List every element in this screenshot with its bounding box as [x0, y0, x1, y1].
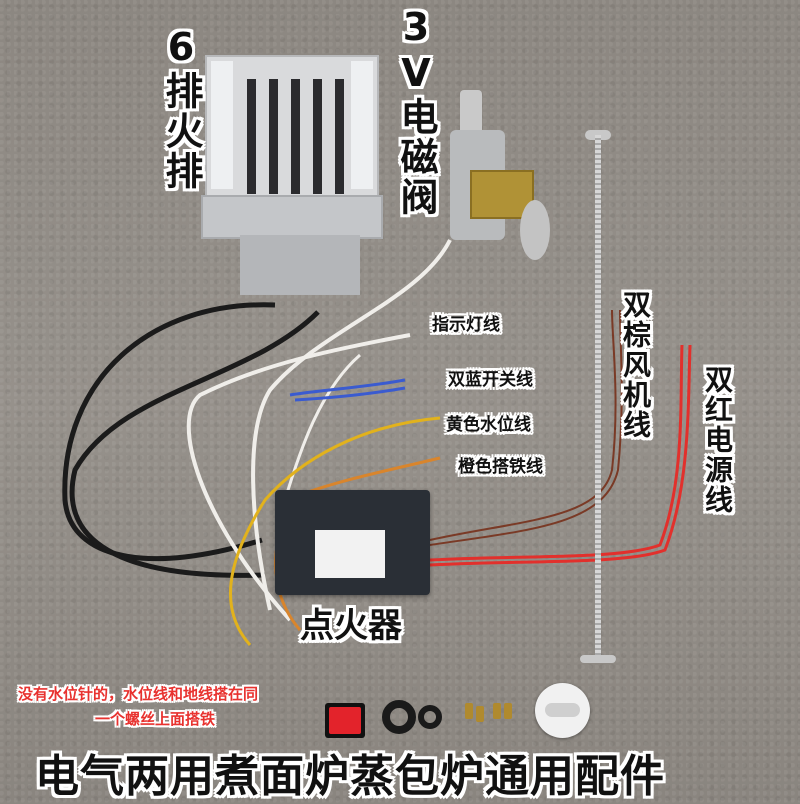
burner-side-left: [211, 61, 233, 189]
burner-tube: [335, 79, 344, 194]
label-brown-fan-wires: 双棕风机线: [619, 290, 652, 440]
solenoid-valve: [445, 90, 560, 270]
burner-side-right: [351, 61, 373, 189]
label-red-power-wires: 双红电源线: [701, 365, 734, 515]
burner-tube: [291, 79, 300, 194]
ignitor-box: [275, 490, 430, 595]
brass-screw: [465, 703, 473, 719]
burner-frame: [205, 55, 379, 199]
title-caption: 电气两用煮面炉蒸包炉通用配件: [35, 751, 665, 802]
rubber-washer-large: [382, 700, 416, 734]
burner-tube: [247, 79, 256, 194]
label-indicator-wire: 指示灯线: [432, 315, 500, 335]
label-ignitor: 点火器: [300, 606, 402, 646]
note-line-2: 一个螺丝上面搭铁: [95, 710, 216, 728]
rubber-washer-small: [418, 705, 442, 729]
burner-base: [201, 195, 383, 239]
control-knob: [535, 683, 590, 738]
rocker-switch: [325, 703, 365, 738]
brass-screw: [504, 703, 512, 719]
burner-tube: [313, 79, 322, 194]
brass-screw: [476, 706, 484, 722]
note-line-1: 没有水位针的，水位线和地线搭在同: [18, 685, 259, 703]
water-level-rod: [595, 135, 601, 660]
burner-6-row: [201, 55, 383, 300]
burner-foot: [240, 235, 360, 295]
valve-flange: [520, 200, 550, 260]
brass-screw: [493, 703, 501, 719]
label-valve: 3V电磁阀: [394, 5, 438, 217]
label-orange-ground-wire: 橙色搭铁线: [458, 457, 543, 477]
knob-grip: [545, 703, 580, 717]
burner-tube: [269, 79, 278, 194]
ignitor-sticker: [315, 530, 385, 578]
label-blue-switch-wires: 双蓝开关线: [448, 370, 533, 390]
valve-inlet: [460, 90, 482, 135]
rocker-switch-red: [329, 707, 361, 734]
rod-bottom-plate: [580, 655, 616, 663]
label-yellow-water-wire: 黄色水位线: [446, 415, 531, 435]
label-burner: 6排火排: [159, 25, 203, 191]
